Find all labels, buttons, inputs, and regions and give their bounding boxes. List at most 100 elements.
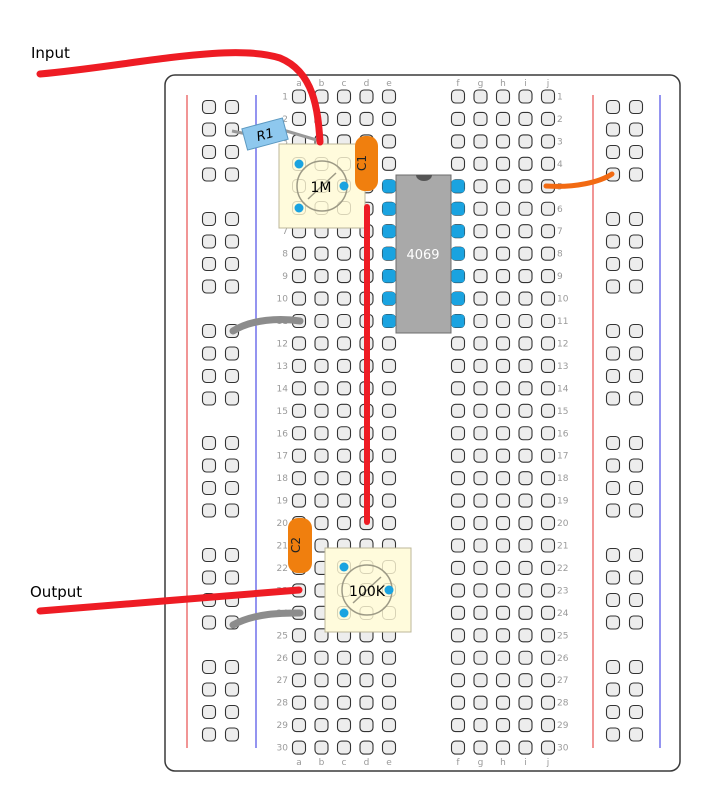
row-number: 22 bbox=[277, 564, 288, 574]
row-number: 9 bbox=[282, 272, 288, 282]
pot-1m-indicator bbox=[307, 172, 337, 200]
hole bbox=[518, 740, 533, 755]
hole bbox=[336, 269, 352, 284]
r1-lead-right bbox=[282, 128, 321, 143]
hole bbox=[336, 673, 352, 688]
ic-pin bbox=[451, 269, 465, 283]
pot-grid-cell bbox=[359, 606, 374, 620]
hole bbox=[359, 740, 374, 755]
rail-hole bbox=[201, 99, 217, 115]
hole bbox=[495, 740, 511, 755]
hole bbox=[495, 673, 511, 688]
row-number: 7 bbox=[282, 227, 288, 237]
rail-hole bbox=[224, 659, 240, 675]
hole bbox=[495, 718, 511, 733]
rail-hole bbox=[605, 234, 621, 249]
hole bbox=[359, 673, 374, 688]
row-number: 8 bbox=[282, 250, 288, 260]
input-wire[interactable] bbox=[36, 49, 324, 146]
column-letter: j bbox=[546, 79, 550, 89]
hole bbox=[473, 605, 488, 620]
resistor-r1[interactable]: R1 bbox=[231, 117, 321, 151]
pot-grid-cell bbox=[314, 179, 329, 193]
potentiometer-100k[interactable]: 100K bbox=[324, 547, 412, 633]
row-number: 2 bbox=[557, 115, 563, 125]
pot-100k-grid bbox=[337, 560, 396, 620]
hole bbox=[314, 650, 329, 665]
hole bbox=[540, 224, 556, 239]
hole bbox=[381, 336, 397, 351]
hole bbox=[359, 89, 374, 104]
hole bbox=[540, 291, 556, 306]
hole bbox=[540, 583, 556, 598]
row-number: 26 bbox=[557, 654, 569, 664]
hole bbox=[381, 111, 397, 126]
hole bbox=[518, 426, 533, 441]
hole bbox=[291, 89, 307, 104]
capacitor-c2[interactable]: C2 bbox=[288, 518, 312, 573]
hole bbox=[314, 269, 329, 284]
rail-hole bbox=[201, 346, 217, 361]
hole bbox=[495, 336, 511, 351]
hole bbox=[450, 89, 466, 104]
hole bbox=[381, 156, 397, 171]
hole bbox=[495, 560, 511, 576]
rail-hole bbox=[605, 99, 621, 115]
hole bbox=[518, 179, 533, 194]
hole bbox=[540, 695, 556, 710]
hole bbox=[473, 560, 488, 576]
rail-hole bbox=[224, 99, 240, 115]
hole bbox=[450, 650, 466, 665]
rail-hole bbox=[201, 480, 217, 496]
hole bbox=[540, 358, 556, 373]
row-number: 10 bbox=[277, 295, 289, 305]
r1-body bbox=[241, 117, 289, 151]
rail-hole bbox=[605, 727, 621, 742]
rail-hole bbox=[224, 480, 240, 496]
ic-pin bbox=[451, 224, 465, 238]
row-number: 30 bbox=[277, 744, 289, 754]
hole bbox=[450, 515, 466, 531]
hole bbox=[518, 515, 533, 531]
capacitor-c1[interactable]: C1 bbox=[355, 136, 378, 191]
rail-hole bbox=[628, 503, 644, 518]
hole bbox=[495, 89, 511, 104]
hole bbox=[495, 515, 511, 531]
wire-orange[interactable] bbox=[543, 171, 615, 189]
hole bbox=[450, 336, 466, 351]
rail-hole bbox=[605, 211, 621, 227]
hole bbox=[473, 538, 488, 553]
hole bbox=[291, 718, 307, 733]
rail-hole bbox=[201, 167, 217, 182]
output-wire[interactable] bbox=[36, 586, 303, 615]
rail-hole bbox=[628, 391, 644, 406]
hole bbox=[450, 695, 466, 710]
column-letter: f bbox=[456, 79, 460, 89]
ic-pin bbox=[382, 224, 396, 238]
hole bbox=[450, 403, 466, 418]
ic-pin bbox=[382, 314, 396, 328]
pot-grid-cell bbox=[359, 560, 374, 574]
row-number: 17 bbox=[277, 452, 288, 462]
hole bbox=[450, 583, 466, 598]
wire-gray-lower[interactable] bbox=[229, 609, 304, 629]
rail-hole bbox=[201, 682, 217, 697]
hole bbox=[314, 336, 329, 351]
hole bbox=[473, 246, 488, 261]
row-number: 13 bbox=[277, 362, 288, 372]
rail-hole bbox=[628, 323, 644, 339]
hole bbox=[540, 111, 556, 126]
hole bbox=[381, 650, 397, 665]
rail-hole bbox=[628, 682, 644, 697]
row-number: 2 bbox=[282, 115, 288, 125]
hole bbox=[336, 246, 352, 261]
rail-hole bbox=[605, 480, 621, 496]
ic-4069[interactable]: 4069 bbox=[382, 174, 465, 334]
potentiometer-1m[interactable]: 1M bbox=[278, 143, 366, 229]
wire-gray-upper[interactable] bbox=[229, 316, 304, 335]
rail-hole bbox=[605, 592, 621, 608]
row-number: 22 bbox=[557, 564, 568, 574]
hole bbox=[473, 336, 488, 351]
pot-grid-cell bbox=[359, 583, 374, 597]
pot-grid-cell bbox=[337, 583, 351, 597]
